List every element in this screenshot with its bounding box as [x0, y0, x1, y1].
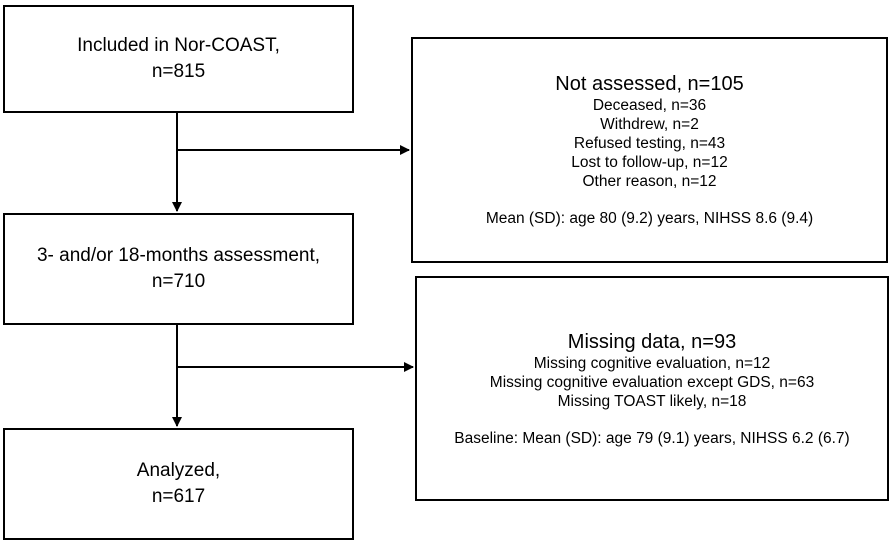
not-assessed-item: Refused testing, n=43 [573, 135, 726, 152]
included-box: Included in Nor-COAST, n=815 [3, 5, 354, 113]
missing-data-item: Missing TOAST likely, n=18 [557, 392, 747, 410]
analyzed-label: Analyzed, [136, 460, 221, 481]
not-assessed-item: Deceased, n=36 [592, 97, 707, 114]
assessment-count: n=710 [151, 271, 206, 292]
analyzed-count: n=617 [151, 486, 206, 507]
not-assessed-footer: Mean (SD): age 80 (9.2) years, NIHSS 8.6… [485, 210, 814, 227]
assessment-box: 3- and/or 18-months assessment, n=710 [3, 213, 354, 325]
not-assessed-item: Lost to follow-up, n=12 [571, 154, 728, 171]
missing-data-title: Missing data, n=93 [567, 330, 737, 353]
missing-data-item: Missing cognitive evaluation, n=12 [533, 354, 771, 372]
missing-data-item: Missing cognitive evaluation except GDS,… [489, 373, 815, 391]
not-assessed-item: Other reason, n=12 [582, 173, 717, 190]
missing-data-footer: Baseline: Mean (SD): age 79 (9.1) years,… [454, 429, 850, 447]
not-assessed-item: Withdrew, n=2 [600, 116, 699, 133]
analyzed-box: Analyzed, n=617 [3, 428, 354, 540]
included-count: n=815 [151, 61, 206, 82]
included-label: Included in Nor-COAST, [77, 35, 280, 56]
not-assessed-title: Not assessed, n=105 [555, 73, 744, 95]
assessment-label: 3- and/or 18-months assessment, [36, 245, 321, 266]
missing-data-box: Missing data, n=93 Missing cognitive eva… [415, 276, 889, 501]
not-assessed-box: Not assessed, n=105 Deceased, n=36 Withd… [411, 37, 888, 263]
